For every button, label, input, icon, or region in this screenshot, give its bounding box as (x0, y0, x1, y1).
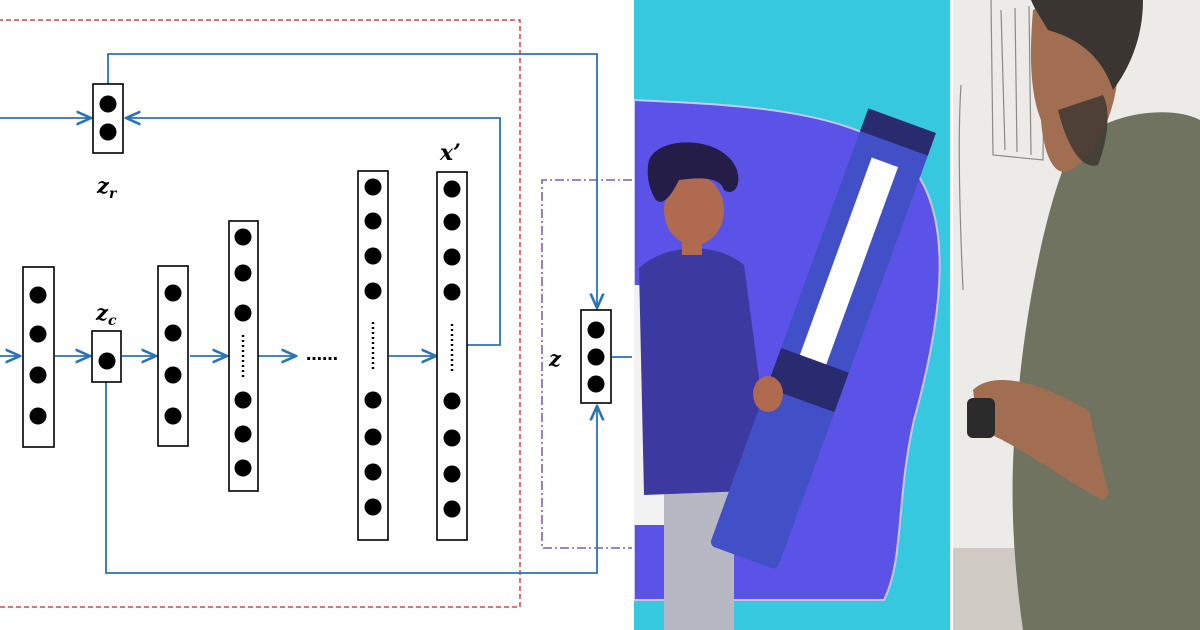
z-concat-frame (541, 179, 632, 549)
man-shirt (1012, 112, 1200, 630)
person-shirt (639, 248, 774, 495)
ellipsis-label: …… (306, 345, 338, 364)
man-beard (1058, 95, 1108, 166)
panel-divider (632, 0, 634, 630)
photo-panel (953, 0, 1200, 630)
panel-divider-2 (950, 0, 953, 630)
z-r-layer (92, 83, 124, 154)
z-c-label: zc (95, 300, 117, 329)
person-hair (647, 142, 739, 202)
man-at-whiteboard-photo (953, 0, 1200, 630)
watch (967, 398, 995, 438)
x-prime-label: x’ (439, 140, 461, 166)
illustration-panel (634, 0, 950, 630)
person-head (664, 175, 724, 245)
network-diagram: zr zc x’ z …… (0, 19, 632, 608)
network-diagram-panel: zr zc x’ z …… (0, 19, 632, 608)
connection-lines (0, 53, 632, 574)
giant-pen (710, 108, 936, 569)
writer-illustration (634, 98, 941, 630)
z-r-label: zr (96, 173, 118, 202)
person-hand (753, 376, 783, 412)
man-sleeve (1083, 372, 1174, 520)
encoder-decoder-frame (0, 19, 521, 608)
neuron-nodes (29, 95, 605, 518)
man-hair (1031, 0, 1143, 90)
layer-ellipsis (241, 322, 454, 380)
man-arm (973, 380, 1120, 500)
z-label: z (548, 346, 562, 371)
